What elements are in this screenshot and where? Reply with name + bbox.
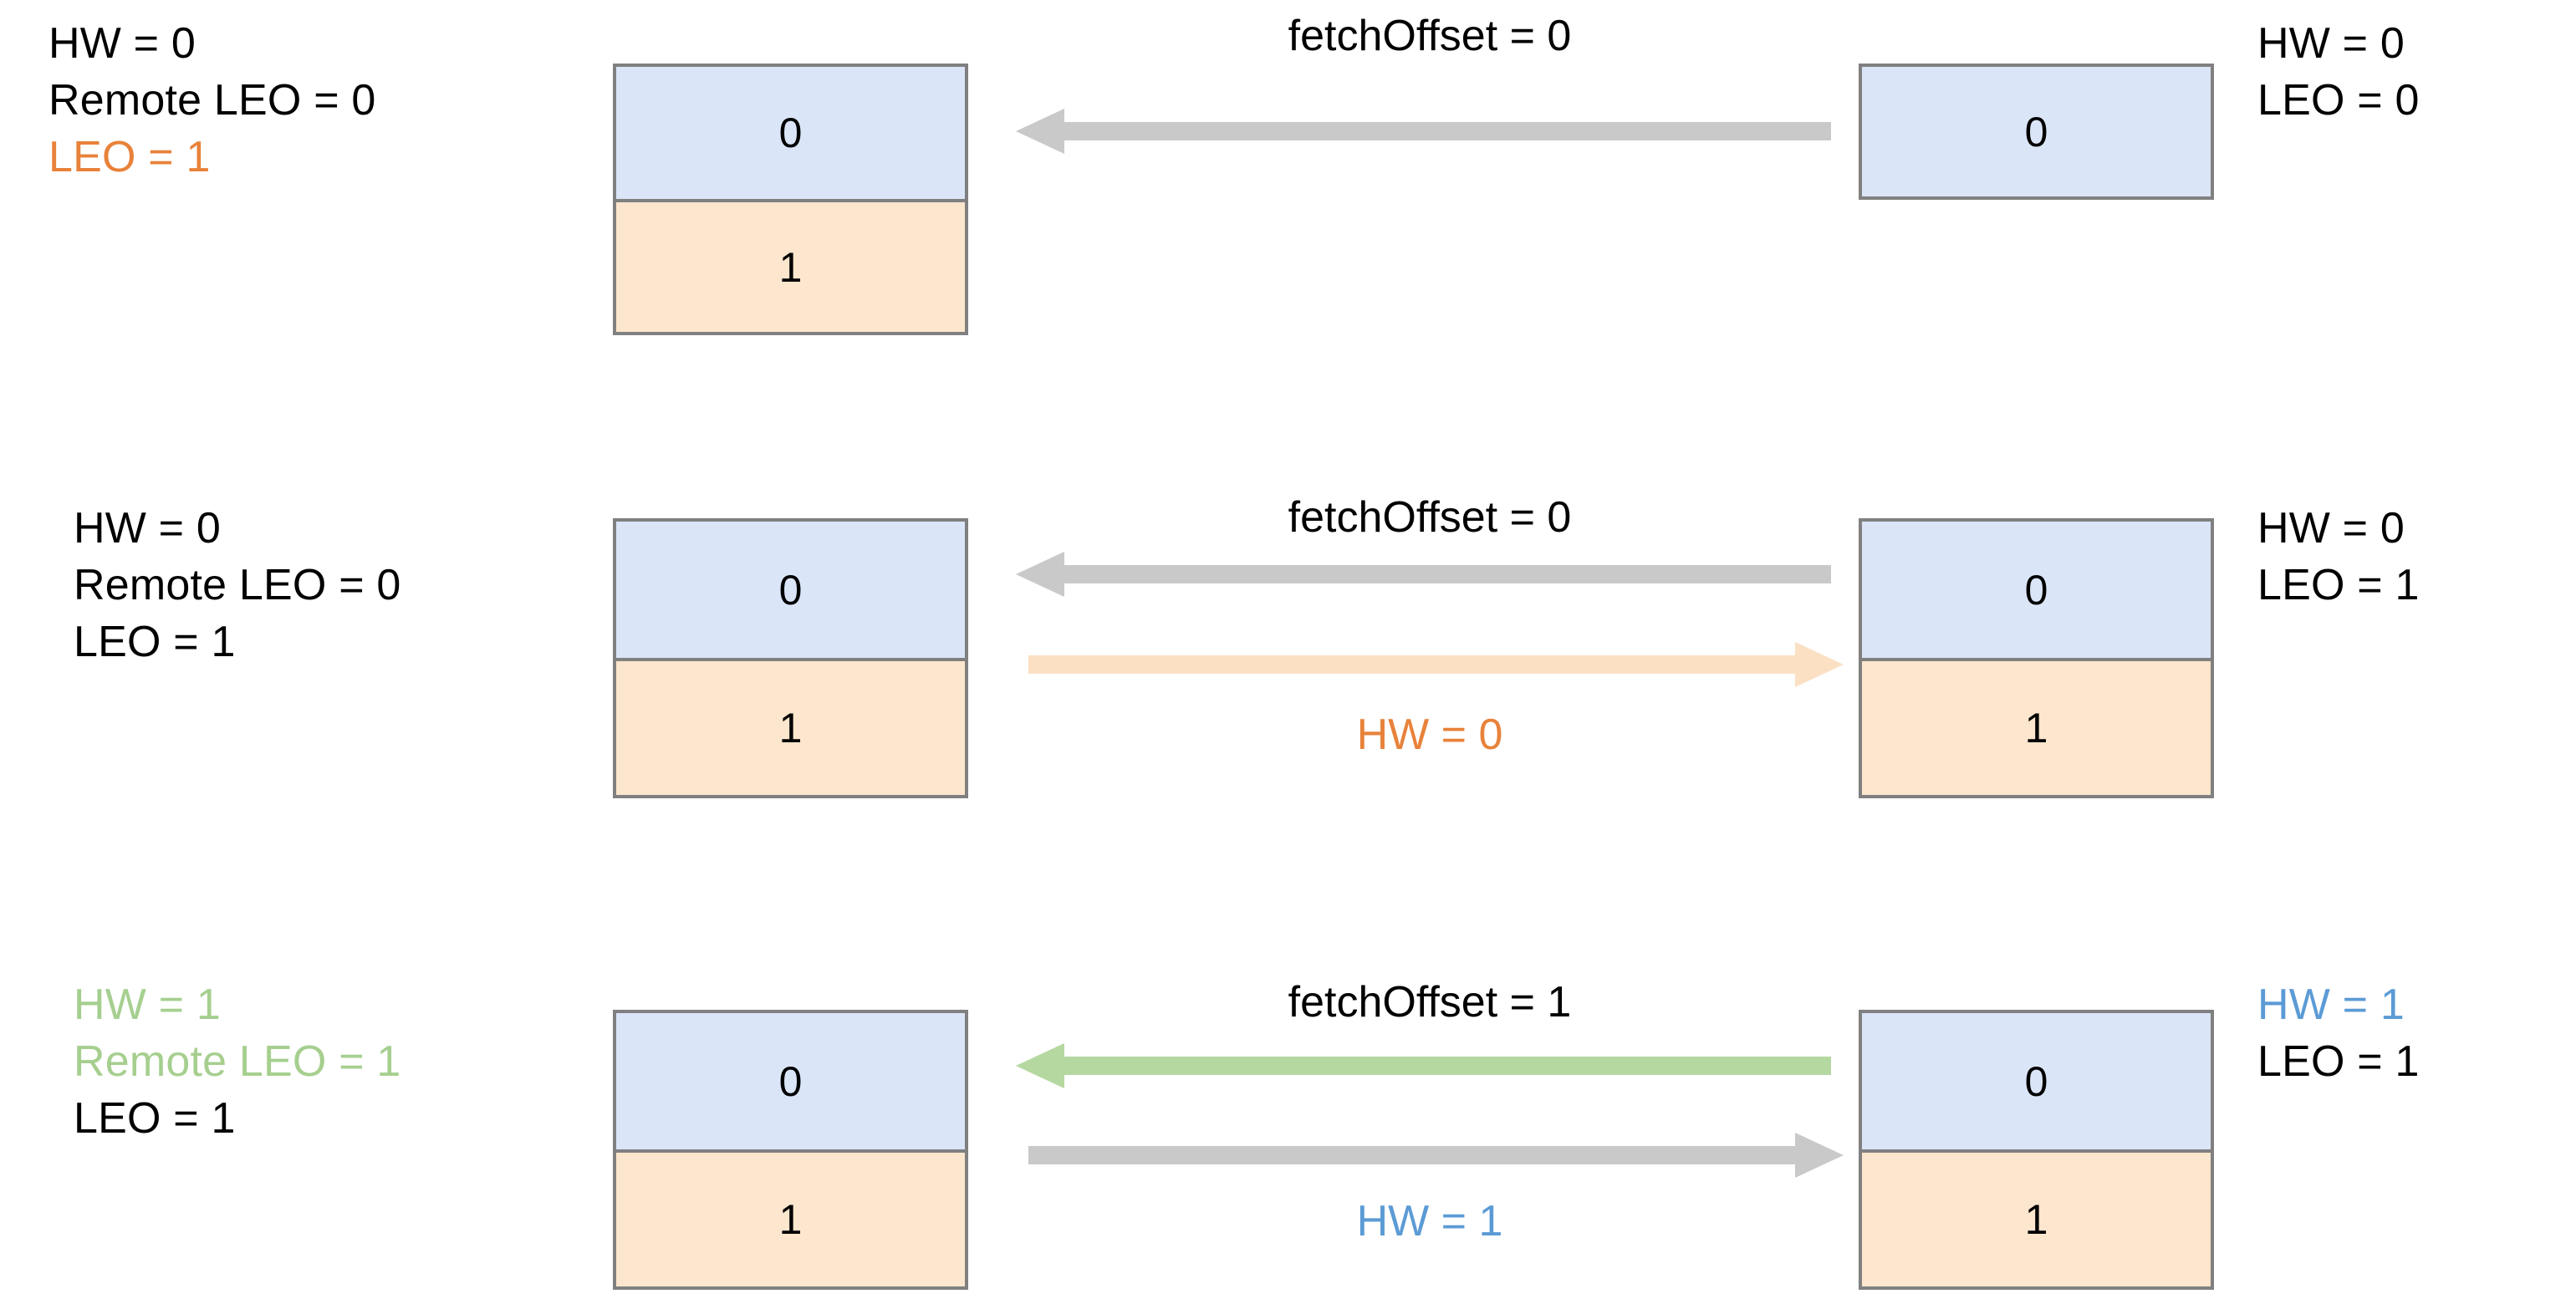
leader-state-labels-row-1: HW = 0 Remote LEO = 0 LEO = 1 xyxy=(48,15,376,186)
state-label: LEO = 1 xyxy=(74,1094,236,1143)
log-cell: 1 xyxy=(616,1149,965,1286)
log-cell: 1 xyxy=(1862,658,2211,795)
fetch-arrow-label-row-2: fetchOffset = 0 xyxy=(1288,493,1572,542)
left-arrow-icon xyxy=(1016,109,1831,154)
log-cell: 0 xyxy=(616,1013,965,1149)
log-cell: 0 xyxy=(616,522,965,658)
fetch-arrow-row-3 xyxy=(1016,1043,1831,1088)
leader-log-row-3: 0 1 xyxy=(613,1010,968,1290)
response-arrow-label-row-2: HW = 0 xyxy=(1356,711,1503,759)
state-label: LEO = 1 xyxy=(74,618,236,666)
follower-log-row-3: 0 1 xyxy=(1859,1010,2214,1290)
follower-state-labels-row-1: HW = 0 LEO = 0 xyxy=(2257,15,2420,129)
state-label: LEO = 1 xyxy=(2257,561,2420,609)
state-label: HW = 0 xyxy=(2257,19,2405,68)
right-arrow-icon xyxy=(1028,642,1844,687)
follower-log-row-2: 0 1 xyxy=(1859,518,2214,798)
state-label: HW = 1 xyxy=(2257,981,2405,1029)
state-label: HW = 0 xyxy=(48,19,196,68)
state-label: Remote LEO = 0 xyxy=(74,561,401,609)
fetch-arrow-row-1 xyxy=(1016,109,1831,154)
state-label: HW = 0 xyxy=(2257,504,2405,553)
state-label: LEO = 0 xyxy=(2257,76,2420,125)
state-label: LEO = 1 xyxy=(48,133,211,181)
state-label: Remote LEO = 0 xyxy=(48,76,376,125)
log-cell: 0 xyxy=(1862,522,2211,658)
state-label: Remote LEO = 1 xyxy=(74,1037,401,1086)
follower-state-labels-row-2: HW = 0 LEO = 1 xyxy=(2257,500,2420,614)
log-cell: 0 xyxy=(616,67,965,199)
log-cell: 1 xyxy=(1862,1149,2211,1286)
response-arrow-label-row-3: HW = 1 xyxy=(1356,1197,1503,1245)
state-label: HW = 1 xyxy=(74,981,222,1029)
response-arrow-row-2 xyxy=(1028,642,1844,687)
left-arrow-icon xyxy=(1016,1043,1831,1088)
left-arrow-icon xyxy=(1016,552,1831,597)
log-cell: 1 xyxy=(616,199,965,332)
right-arrow-icon xyxy=(1028,1133,1844,1178)
log-cell: 0 xyxy=(1862,67,2211,196)
response-arrow-row-3 xyxy=(1028,1133,1844,1178)
log-cell: 1 xyxy=(616,658,965,795)
fetch-arrow-row-2 xyxy=(1016,552,1831,597)
leader-state-labels-row-2: HW = 0 Remote LEO = 0 LEO = 1 xyxy=(74,500,401,670)
leader-log-row-2: 0 1 xyxy=(613,518,968,798)
follower-state-labels-row-3: HW = 1 LEO = 1 xyxy=(2257,976,2420,1090)
log-cell: 0 xyxy=(1862,1013,2211,1149)
fetch-arrow-label-row-1: fetchOffset = 0 xyxy=(1288,12,1572,60)
leader-log-row-1: 0 1 xyxy=(613,64,968,335)
state-label: LEO = 1 xyxy=(2257,1037,2420,1086)
follower-log-row-1: 0 xyxy=(1859,64,2214,200)
state-label: HW = 0 xyxy=(74,504,222,553)
fetch-arrow-label-row-3: fetchOffset = 1 xyxy=(1288,978,1572,1026)
leader-state-labels-row-3: HW = 1 Remote LEO = 1 LEO = 1 xyxy=(74,976,401,1147)
